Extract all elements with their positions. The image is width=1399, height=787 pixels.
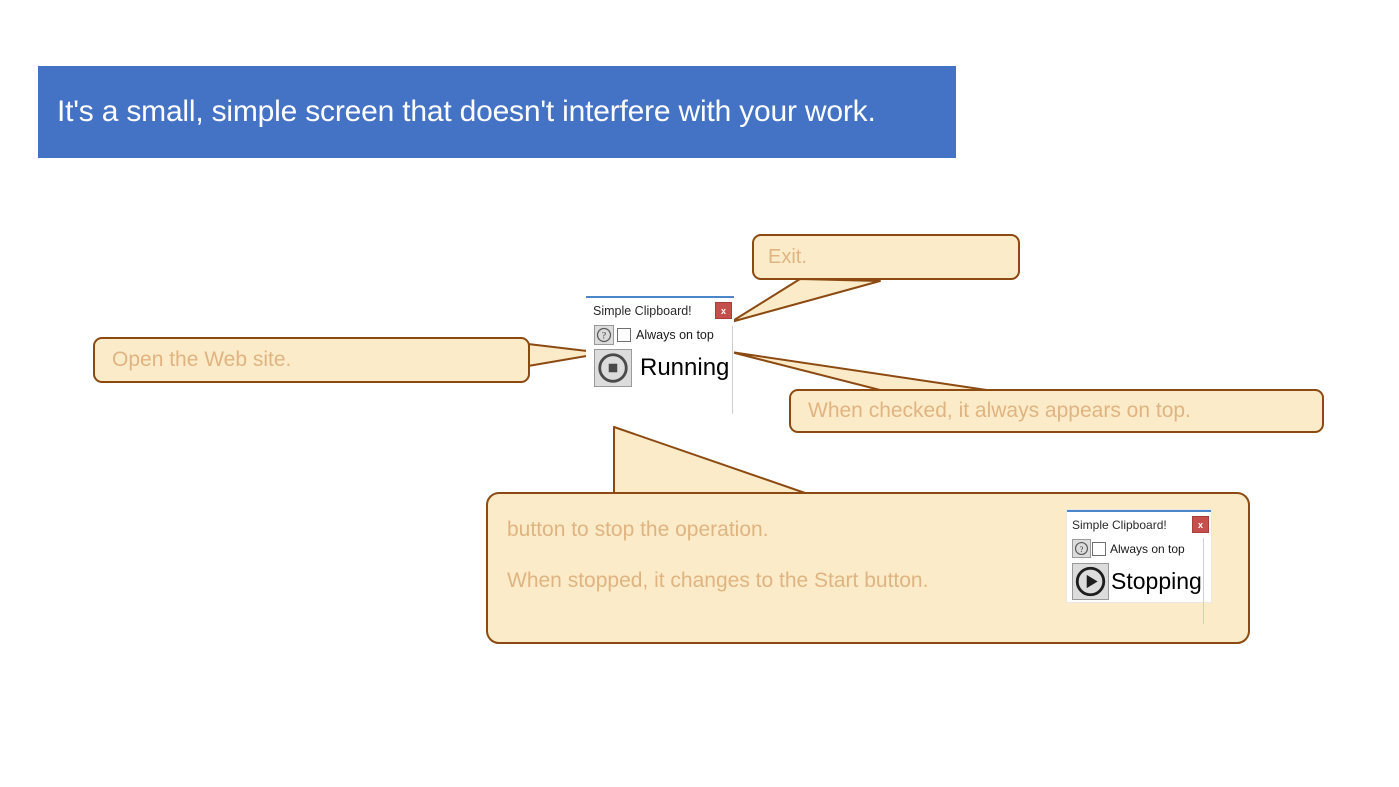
window-options-row: ? Always on top	[586, 323, 734, 347]
app-window-running: Simple Clipboard! x ? Always on top Runn…	[586, 296, 734, 414]
app-window-stopping: Simple Clipboard! x ? Always on top Stop…	[1066, 509, 1212, 624]
help-question-icon[interactable]: ?	[1072, 539, 1091, 558]
window-title-accent-line	[1067, 510, 1211, 512]
window-title: Simple Clipboard!	[593, 303, 692, 318]
window-status-row: Stopping	[1067, 560, 1211, 602]
close-icon[interactable]: x	[1192, 516, 1209, 533]
help-question-icon[interactable]: ?	[594, 325, 614, 345]
always-on-top-callout-tail	[730, 351, 1001, 393]
window-inner-divider	[1203, 538, 1204, 624]
status-text: Running	[640, 354, 730, 381]
always-on-top-label: Always on top	[636, 328, 714, 342]
window-titlebar: Simple Clipboard! x	[586, 298, 734, 323]
window-options-row: ? Always on top	[1067, 537, 1211, 560]
slide-title-banner: It's a small, simple screen that doesn't…	[38, 66, 956, 158]
window-title-accent-line	[586, 296, 734, 298]
close-icon[interactable]: x	[715, 302, 732, 319]
always-on-top-checkbox[interactable]	[617, 328, 631, 342]
stop-icon[interactable]	[594, 349, 632, 387]
svg-text:?: ?	[1080, 544, 1084, 554]
callout-exit-text: Exit.	[768, 245, 807, 268]
always-on-top-checkbox[interactable]	[1092, 541, 1106, 556]
callout-stop-line-1: button to stop the operation.	[507, 518, 769, 541]
play-icon[interactable]	[1072, 562, 1109, 600]
always-on-top-label: Always on top	[1110, 541, 1185, 556]
stop-callout-tail	[613, 426, 809, 496]
status-text: Stopping	[1111, 567, 1202, 594]
callout-stop-button: button to stop the operation. When stopp…	[486, 492, 1250, 644]
window-inner-divider	[732, 326, 733, 414]
callout-open-website: Open the Web site.	[93, 337, 530, 383]
window-titlebar: Simple Clipboard! x	[1067, 512, 1211, 537]
callout-open-website-text: Open the Web site.	[112, 347, 292, 371]
window-title: Simple Clipboard!	[1072, 517, 1167, 532]
callout-stop-line-2: When stopped, it changes to the Start bu…	[507, 569, 929, 592]
callout-stop-body: button to stop the operation. When stopp…	[507, 518, 1047, 593]
callout-always-on-top: When checked, it always appears on top.	[789, 389, 1324, 433]
exit-callout-tail	[730, 278, 881, 323]
svg-text:?: ?	[602, 331, 606, 342]
window-status-row: Running	[586, 347, 734, 389]
callout-always-on-top-text: When checked, it always appears on top.	[808, 398, 1191, 422]
callout-exit: Exit.	[752, 234, 1020, 280]
page-title: It's a small, simple screen that doesn't…	[57, 95, 876, 128]
